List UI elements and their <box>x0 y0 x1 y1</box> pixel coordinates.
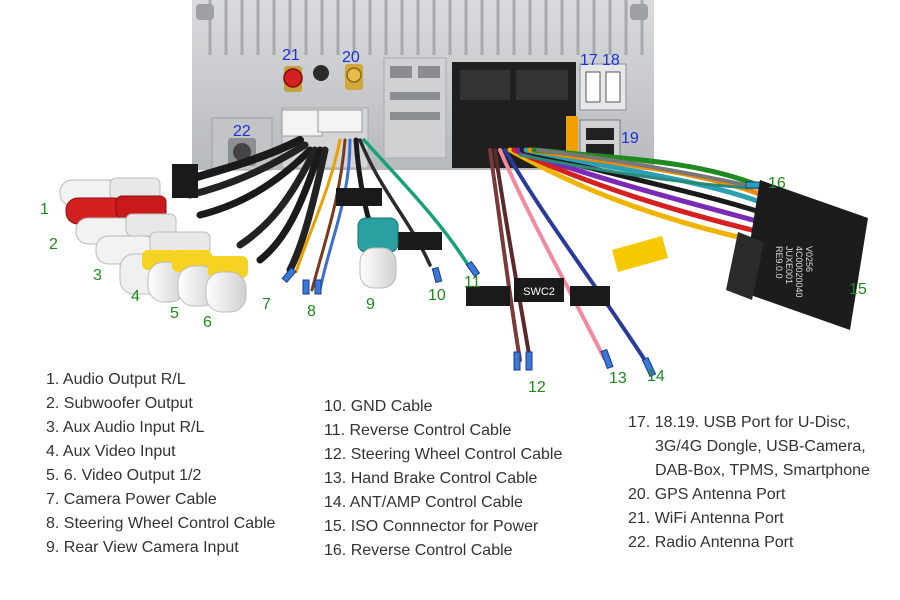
iso-code-line3: JUXE001 <box>784 246 794 284</box>
callout-9: 9 <box>366 296 375 313</box>
legend-item: 15. ISO Connnector for Power <box>324 518 539 535</box>
heatsink-fins <box>208 0 644 55</box>
callout-8: 8 <box>307 303 316 320</box>
legend-item: 22. Radio Antenna Port <box>628 534 794 551</box>
middle-wires <box>294 137 472 292</box>
callout-15: 15 <box>849 281 867 298</box>
callout-11: 11 <box>464 274 481 291</box>
plug-white <box>281 109 323 137</box>
callout-22: 22 <box>233 123 251 140</box>
callout-17: 17 <box>580 52 598 69</box>
iso-code-line2: 4C00020040 <box>794 246 804 298</box>
callout-7: 7 <box>262 296 271 313</box>
legend-item: 7. Camera Power Cable <box>46 491 217 508</box>
legend-item: 11. Reverse Control Cable <box>324 422 512 439</box>
iso-code-line1: V0256 <box>804 246 814 272</box>
cable-tag <box>398 232 442 250</box>
callout-10: 10 <box>428 287 446 304</box>
callout-4: 4 <box>131 288 140 305</box>
legend-item: 8. Steering Wheel Control Cable <box>46 515 276 532</box>
plug-white <box>317 109 363 133</box>
mounting-screw <box>630 4 648 20</box>
legend-item: 5. 6. Video Output 1/2 <box>46 467 202 484</box>
cable-tag <box>466 286 510 306</box>
legend-item: 9. Rear View Camera Input <box>46 539 239 556</box>
wire-terminals <box>281 181 763 378</box>
callout-13: 13 <box>609 370 627 387</box>
legend-item: 2. Subwoofer Output <box>46 395 193 412</box>
callout-2: 2 <box>49 236 58 253</box>
cable-tag <box>570 286 610 306</box>
callout-12: 12 <box>528 379 546 396</box>
right-cable-bundle <box>488 147 763 367</box>
callout-6: 6 <box>203 314 212 331</box>
legend-column-1: 1. Audio Output R/L 2. Subwoofer Output … <box>46 368 275 560</box>
rca-plugs <box>59 177 248 313</box>
legend-item: 12. Steering Wheel Control Cable <box>324 446 563 463</box>
legend-item: 21. WiFi Antenna Port <box>628 510 784 527</box>
port-hole <box>313 65 329 81</box>
legend-item: 20. GPS Antenna Port <box>628 486 786 503</box>
callout-16: 16 <box>768 175 786 192</box>
swc2-tag-label: SWC2 <box>523 286 555 298</box>
legend-item: 14. ANT/AMP Control Cable <box>324 494 523 511</box>
callout-21: 21 <box>282 47 300 64</box>
legend-item-continued: DAB-Box, TPMS, Smartphone <box>655 462 870 479</box>
legend-item-continued: 3G/4G Dongle, USB-Camera, <box>655 438 866 455</box>
legend-item: 16. Reverse Control Cable <box>324 542 513 559</box>
legend-item: 4. Aux Video Input <box>46 443 176 460</box>
legend-item: 13. Hand Brake Control Cable <box>324 470 538 487</box>
fuse <box>566 116 578 156</box>
callout-19: 19 <box>621 130 639 147</box>
legend-column-2: 10. GND Cable 11. Reverse Control Cable … <box>324 395 562 563</box>
legend-item: 3. Aux Audio Input R/L <box>46 419 205 436</box>
rear-camera-plug <box>357 217 399 289</box>
cable-tag <box>172 164 198 198</box>
legend-item: 10. GND Cable <box>324 398 433 415</box>
callout-1: 1 <box>40 201 49 218</box>
gps-antenna-port <box>345 64 363 90</box>
mounting-screw <box>196 4 214 20</box>
callout-3: 3 <box>93 267 102 284</box>
left-cable-bundle <box>176 136 329 274</box>
legend-column-3: 17. 18.19. USB Port for U-Disc, 3G/4G Do… <box>628 411 870 555</box>
callout-20: 20 <box>342 49 360 66</box>
callout-18: 18 <box>602 52 620 69</box>
swc2-tag: SWC2 <box>514 278 564 302</box>
cable-tag <box>336 188 382 206</box>
callout-14: 14 <box>647 368 665 385</box>
legend-item: 17. 18.19. USB Port for U-Disc, <box>628 414 851 431</box>
yellow-cable-tag <box>612 236 668 272</box>
legend-item: 1. Audio Output R/L <box>46 371 186 388</box>
callout-5: 5 <box>170 305 179 322</box>
head-unit-chassis <box>192 0 654 171</box>
iso-connector: V0256 4C00020040 JUXE001 RE9.0.0 <box>726 180 868 330</box>
iso-code-line4: RE9.0.0 <box>774 246 784 279</box>
wifi-antenna-port <box>283 66 303 92</box>
